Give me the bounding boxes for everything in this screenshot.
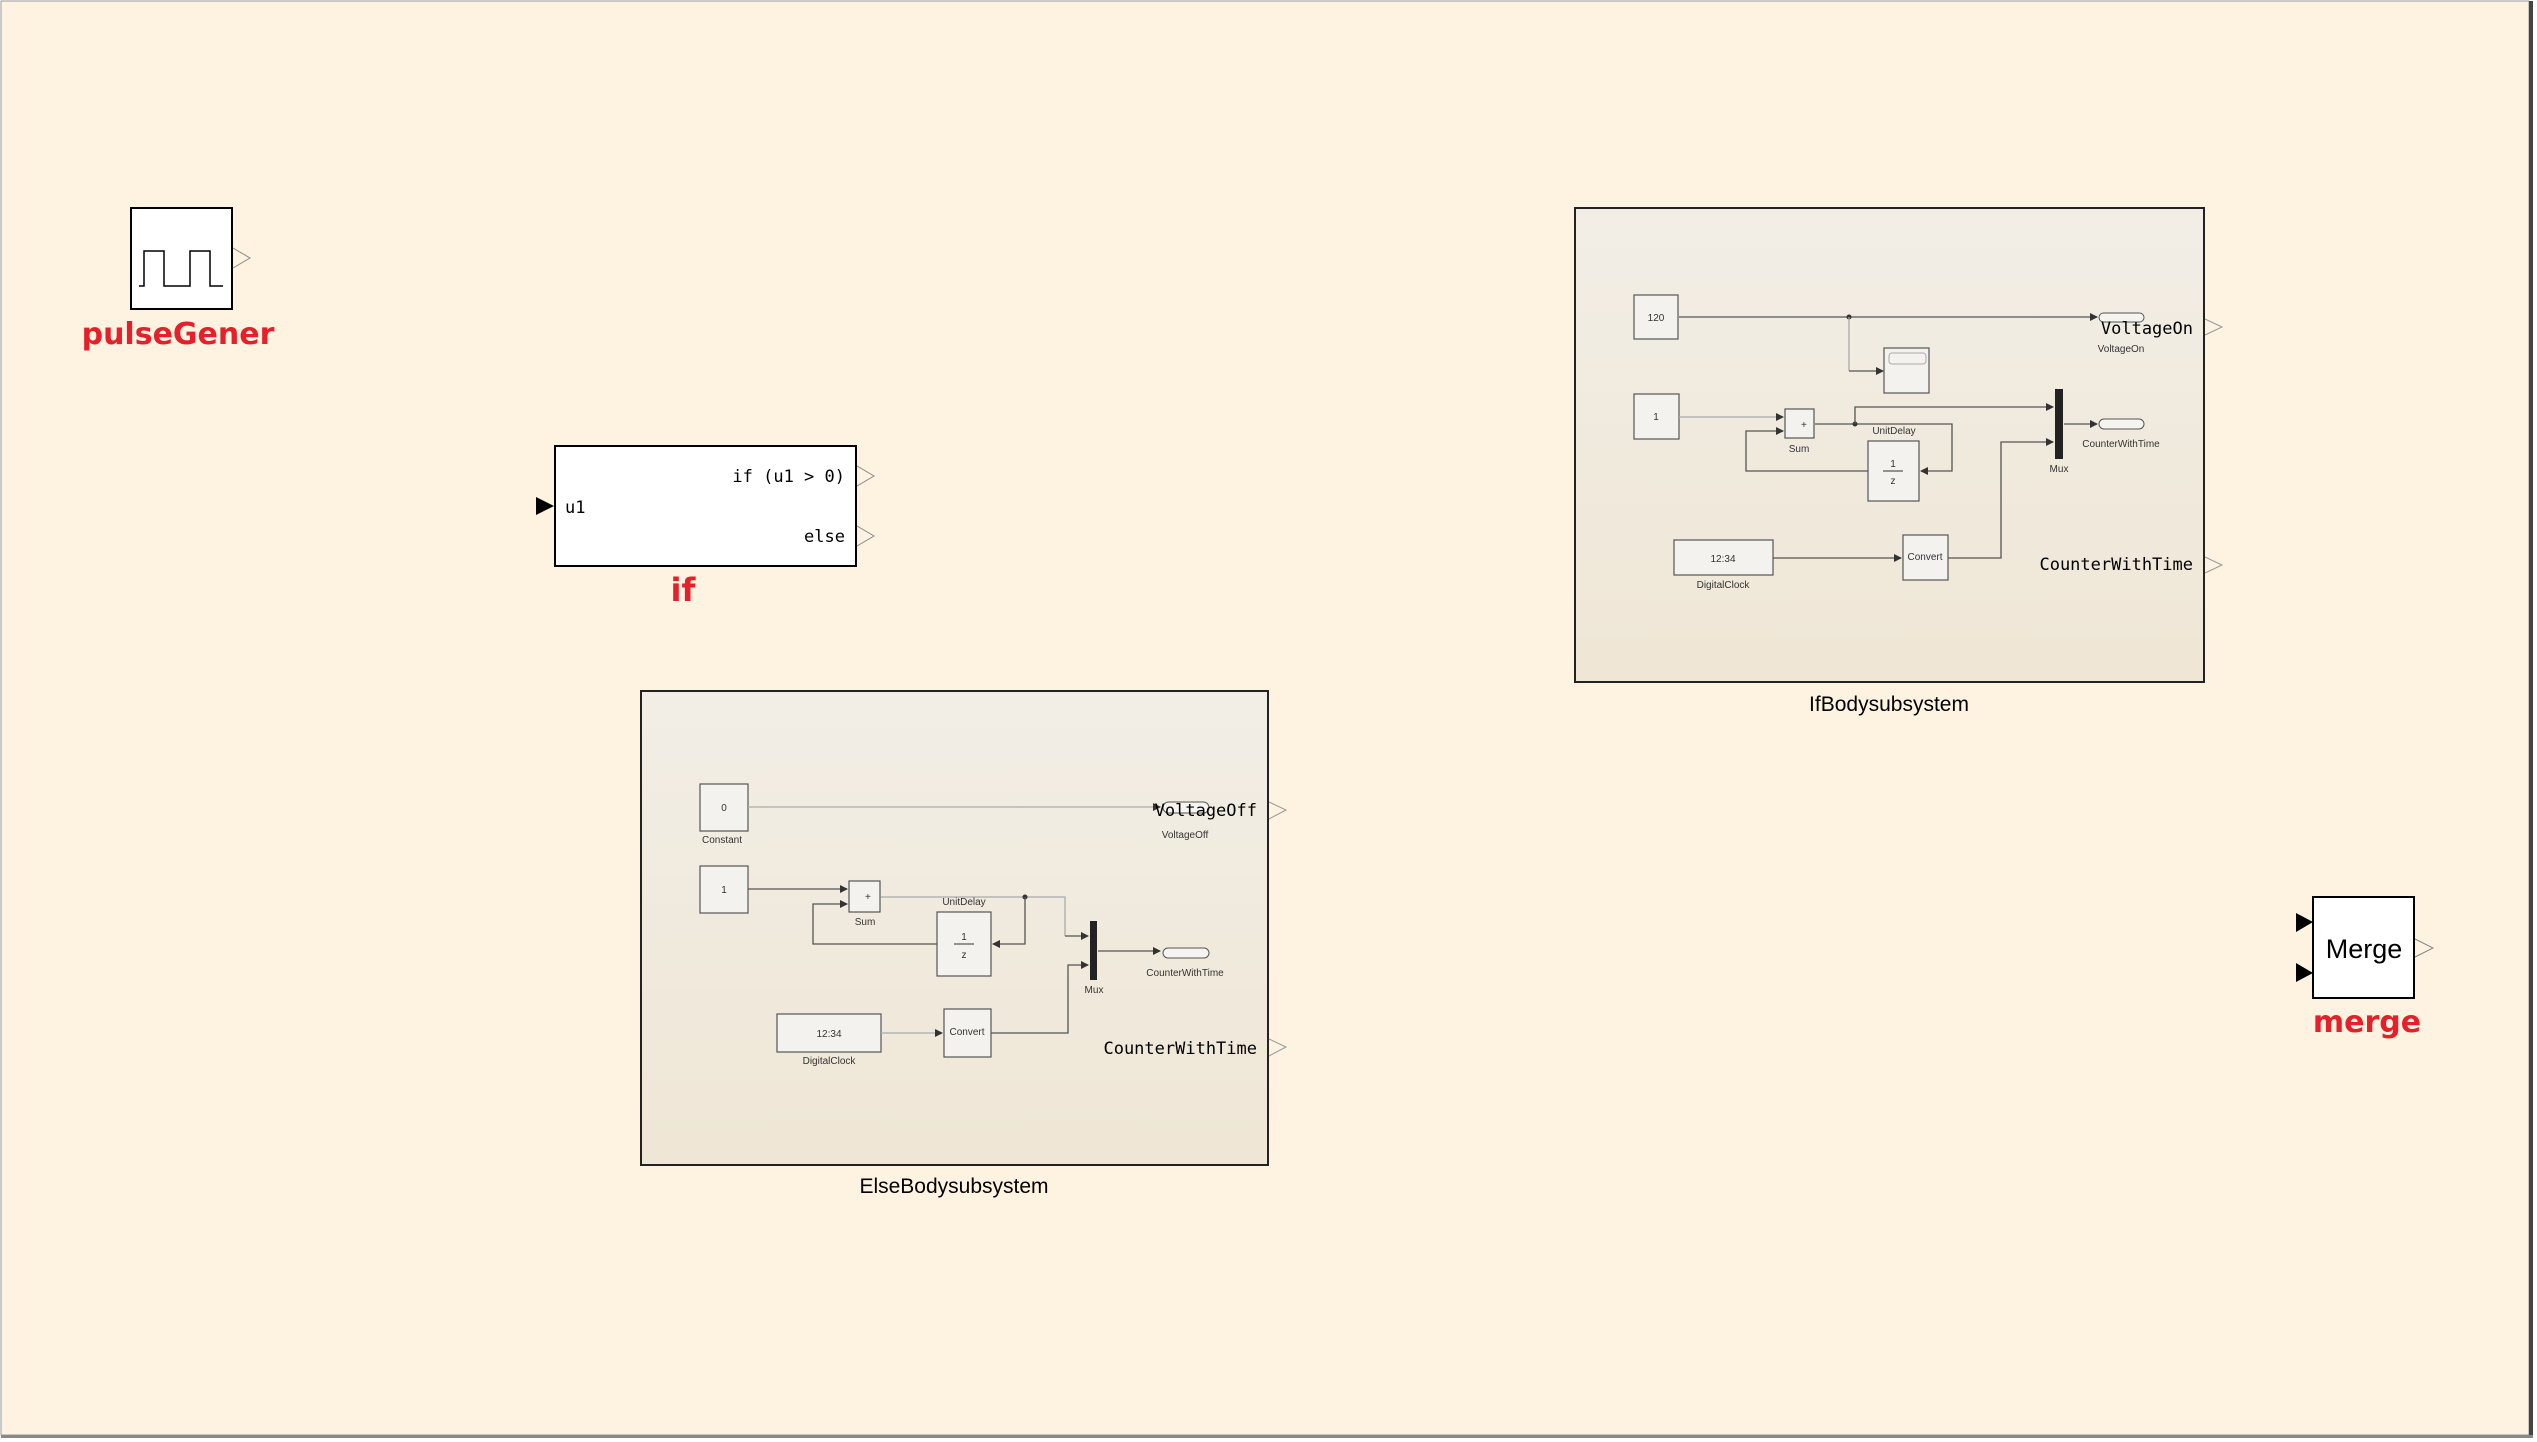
input-port-u1[interactable] xyxy=(536,497,554,515)
constant-value: 1 xyxy=(1653,412,1659,423)
merge-block-label: merge xyxy=(2313,1005,2421,1040)
unit-delay-label: UnitDelay xyxy=(942,897,985,908)
sum-label: Sum xyxy=(1789,444,1810,455)
constant-value: 1 xyxy=(721,885,727,896)
pulse-generator-block[interactable] xyxy=(130,207,251,310)
svg-text:Convert: Convert xyxy=(1907,552,1942,563)
output-port-counter[interactable] xyxy=(1268,1038,1288,1057)
if-body-subsystem[interactable]: 120 VoltageOn VoltageOn 1 + Sum UnitDela… xyxy=(1574,207,2224,683)
goto-voltage-on-label: VoltageOn xyxy=(2098,344,2145,355)
else-body-subsystem-label: ElseBodysubsystem xyxy=(859,1175,1048,1198)
output-port-counter[interactable] xyxy=(2204,556,2224,574)
sum-block xyxy=(848,880,881,913)
port-voltage-on: VoltageOn xyxy=(2101,319,2193,339)
output-port[interactable] xyxy=(232,247,251,269)
goto-voltage-off xyxy=(1162,801,1210,814)
if-block-label: if xyxy=(671,571,697,609)
svg-text:+: + xyxy=(865,892,871,903)
merge-block-text: Merge xyxy=(2326,934,2403,964)
sum-label: Sum xyxy=(855,917,876,928)
input-port-label: u1 xyxy=(565,498,585,518)
else-label: else xyxy=(804,527,845,547)
mux-label: Mux xyxy=(2050,464,2069,475)
svg-text:z: z xyxy=(1891,476,1896,487)
else-body-subsystem[interactable]: 0 Constant VoltageOff VoltageOff 1 + Sum… xyxy=(640,690,1288,1166)
display-block xyxy=(1883,347,1930,394)
goto-counter xyxy=(2098,418,2145,430)
if-condition-label: if (u1 > 0) xyxy=(732,467,845,487)
constant-block-120 xyxy=(1633,294,1679,340)
port-counter-with-time: CounterWithTime xyxy=(1103,1039,1257,1059)
svg-text:1: 1 xyxy=(961,932,967,943)
constant-value: 0 xyxy=(721,803,727,814)
port-counter-with-time: CounterWithTime xyxy=(2039,555,2193,575)
goto-counter xyxy=(1162,947,1210,959)
svg-text:12:34: 12:34 xyxy=(1710,554,1735,565)
output-port-if[interactable] xyxy=(856,465,875,487)
digital-clock-block xyxy=(1673,539,1774,576)
constant-value: 120 xyxy=(1648,313,1665,324)
svg-text:1: 1 xyxy=(1890,459,1896,470)
convert-block xyxy=(943,1008,992,1058)
svg-text:12:34: 12:34 xyxy=(816,1029,841,1040)
output-port-else[interactable] xyxy=(856,525,875,547)
digital-clock-label: DigitalClock xyxy=(803,1056,857,1067)
goto-counter-label: CounterWithTime xyxy=(2082,439,2160,450)
pulse-wave-icon xyxy=(139,250,223,287)
mux-label: Mux xyxy=(1085,985,1104,996)
merge-block[interactable]: Merge xyxy=(2296,896,2435,999)
unit-delay-label: UnitDelay xyxy=(1872,426,1915,437)
if-body-subsystem-label: IfBodysubsystem xyxy=(1809,693,1969,716)
goto-voltage-on xyxy=(2098,312,2145,323)
port-voltage-off: VoltageOff xyxy=(1155,801,1257,821)
input-port-2[interactable] xyxy=(2296,963,2313,982)
convert-block xyxy=(1902,534,1949,581)
output-port-voltage-off[interactable] xyxy=(1268,801,1288,820)
svg-text:z: z xyxy=(962,950,967,961)
digital-clock-label: DigitalClock xyxy=(1697,580,1751,591)
constant-label: Constant xyxy=(702,835,742,846)
output-port-voltage-on[interactable] xyxy=(2204,318,2224,336)
svg-text:+: + xyxy=(1801,420,1807,431)
output-port[interactable] xyxy=(2414,938,2435,958)
input-port-1[interactable] xyxy=(2296,913,2313,932)
mux-block xyxy=(1090,921,1097,980)
pulse-generator-label: pulseGener xyxy=(82,317,275,352)
mux-block xyxy=(2055,389,2063,459)
sum-block xyxy=(1784,408,1815,439)
if-block[interactable]: u1 if (u1 > 0) else xyxy=(536,445,875,567)
goto-voltage-off-label: VoltageOff xyxy=(1162,830,1209,841)
goto-counter-label: CounterWithTime xyxy=(1146,968,1224,979)
digital-clock-block xyxy=(776,1013,882,1053)
svg-text:Convert: Convert xyxy=(949,1027,984,1038)
